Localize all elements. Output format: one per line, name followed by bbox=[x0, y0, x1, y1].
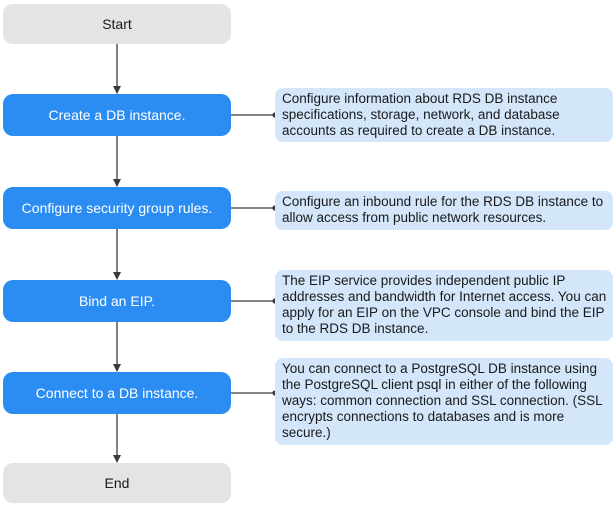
end-node: End bbox=[3, 463, 231, 503]
note-text: Configure information about RDS DB insta… bbox=[282, 91, 560, 138]
note-configure-security-group: Configure an inbound rule for the RDS DB… bbox=[275, 191, 613, 230]
note-connect-db-instance: You can connect to a PostgreSQL DB insta… bbox=[275, 358, 613, 445]
note-text: The EIP service provides independent pub… bbox=[282, 273, 607, 336]
note-create-db-instance: Configure information about RDS DB insta… bbox=[275, 88, 613, 142]
start-node: Start bbox=[3, 4, 231, 44]
end-label: End bbox=[104, 475, 130, 491]
step-bind-eip: Bind an EIP. bbox=[3, 280, 231, 322]
note-text: Configure an inbound rule for the RDS DB… bbox=[282, 194, 604, 225]
step-connect-db-instance: Connect to a DB instance. bbox=[3, 372, 231, 414]
step-label: Configure security group rules. bbox=[21, 200, 213, 216]
start-label: Start bbox=[102, 16, 132, 32]
note-text: You can connect to a PostgreSQL DB insta… bbox=[282, 361, 603, 440]
step-label: Bind an EIP. bbox=[78, 293, 156, 309]
note-bind-eip: The EIP service provides independent pub… bbox=[275, 270, 613, 341]
step-label: Connect to a DB instance. bbox=[35, 385, 199, 401]
step-create-db-instance: Create a DB instance. bbox=[3, 94, 231, 136]
step-configure-security-group: Configure security group rules. bbox=[3, 187, 231, 229]
step-label: Create a DB instance. bbox=[48, 107, 186, 123]
